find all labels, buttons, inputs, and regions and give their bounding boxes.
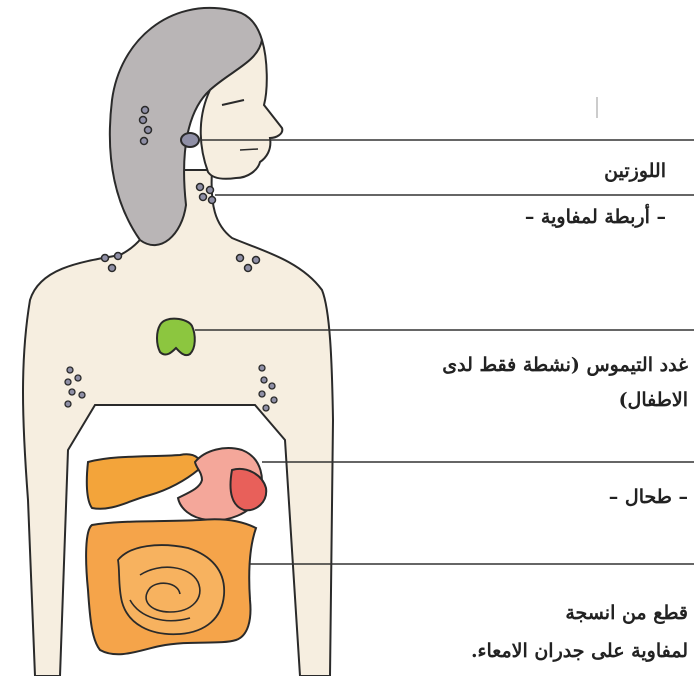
tonsil xyxy=(181,133,199,147)
label-thymus-line1: غدد التيموس (نشطة فقط لدى xyxy=(442,348,688,382)
label-thymus-line2: الاطفال) xyxy=(619,383,688,417)
label-intestine-line1: قطع من انسجة xyxy=(565,596,688,630)
label-intestine-line2: لمفاوية على جدران الامعاء. xyxy=(471,634,688,668)
label-tonsils: اللوزتين xyxy=(604,154,666,188)
label-spleen: – طحال – xyxy=(609,480,688,514)
label-lymph-nodes: – أربطة لمفاوية – xyxy=(525,200,666,234)
